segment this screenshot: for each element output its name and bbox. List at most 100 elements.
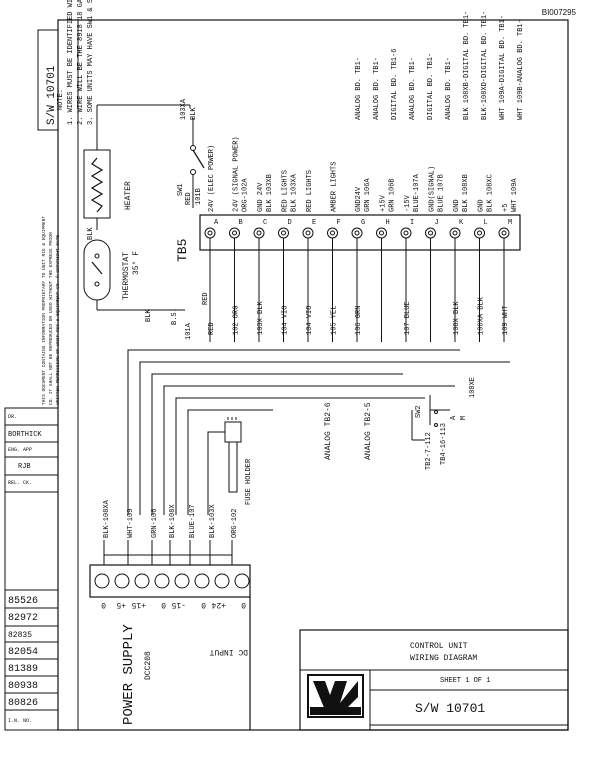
- ps-terminal-block: [89, 564, 251, 598]
- tb5-screw-i: [403, 230, 409, 236]
- bs-label: B.S.: [171, 308, 179, 325]
- tb5-bottom-wire-b: 102 ORG: [233, 306, 241, 335]
- tb5-terminal-a: [204, 227, 216, 239]
- top-destination-8: BLK-108XD-DIGITAL BD. TB1-: [481, 11, 489, 120]
- ps-terminal-label-3: +15: [131, 600, 146, 609]
- tb5-screw-g: [354, 230, 360, 236]
- tb4-113-label: TB4-16-113: [440, 423, 448, 465]
- tb5-bottom-wire-l: 108XA BLK: [478, 296, 486, 335]
- tb5-function-d: RED LIGHTS: [282, 170, 290, 212]
- tb5-screw-e: [305, 230, 311, 236]
- tb5-letter-g: G: [361, 219, 365, 227]
- tb5-bottom-wire-e: 104 VIO: [306, 306, 314, 335]
- tb5-letter-f: F: [337, 219, 341, 227]
- tb5-function-i: -15V: [404, 194, 412, 212]
- unit-rig-logo: [307, 674, 364, 718]
- fuse-holder-label: FUSE HOLDER: [245, 458, 253, 505]
- tb5-letter-e: E: [312, 219, 316, 227]
- thermostat-body: [83, 239, 111, 301]
- tb5-function-l: GND: [478, 199, 486, 212]
- tb5-function-b: 24V (SIGNAL POWER): [233, 136, 241, 212]
- tb5-terminal-e: [302, 227, 314, 239]
- ps-terminal-8: [234, 573, 250, 589]
- wire-101a-label: 101A: [185, 322, 193, 340]
- ps-wire-label-4: BLK-108X: [169, 504, 177, 538]
- tb5-top-wire-k: BLK 108XB: [462, 174, 470, 212]
- ps-terminal-label-4: 0: [161, 600, 166, 609]
- tb5-bottom-wire-f: 105 YEL: [331, 306, 339, 335]
- title-line1: CONTROL UNIT: [410, 642, 468, 651]
- tb5-letter-d: D: [288, 219, 292, 227]
- wire-103xa-color: BLK: [190, 107, 198, 120]
- ps-terminal-label-2: +5: [116, 600, 126, 609]
- wire-108xe-label: 108XE: [469, 377, 477, 398]
- sw1-contact-bottom: [190, 169, 196, 175]
- tb5-screw-j: [428, 230, 433, 236]
- tb5-function-f: AMBER LIGHTS: [331, 162, 339, 212]
- tb5-terminal-f: [327, 227, 338, 239]
- title-drawing-number: S/W 10701: [415, 701, 485, 716]
- tb5-screw-b: [232, 230, 237, 236]
- dr-label: DR.: [8, 414, 17, 420]
- ps-terminal-2: [114, 573, 130, 589]
- note-1: 1. WIRES MUST BE IDENTIFIED WITH NUMBER …: [67, 0, 75, 125]
- tb5-letter-m: M: [508, 219, 512, 227]
- bus-bundle: [127, 349, 510, 515]
- dc-input-label: DC INPUT: [209, 647, 248, 656]
- top-destination-4: ANALOG BD. TB1-: [409, 57, 417, 120]
- top-destination-6: ANALOG BD. TB1-: [445, 57, 453, 120]
- ps-terminal-label-1: 0: [101, 600, 106, 609]
- tb5-screw-h: [379, 230, 384, 236]
- red-101b-label: RED: [185, 192, 193, 205]
- red-101b-num: 101B: [195, 188, 203, 205]
- wire-101a-color: RED: [202, 292, 210, 305]
- tb5-letter-l: L: [484, 219, 488, 227]
- thermostat-wire-label: BLK: [145, 309, 153, 322]
- revision-column: [4, 407, 59, 731]
- ps-terminal-label-5: -15: [171, 600, 186, 609]
- tb5-bottom-wire-g: 106 GRN: [355, 306, 363, 335]
- tb5-letter-c: C: [263, 219, 267, 227]
- tb5-bottom-wire-a: RED: [208, 322, 216, 335]
- analog-tb2-6-label: ANALOG TB2-6: [324, 402, 333, 460]
- ps-terminal-6: [194, 573, 210, 589]
- side-drawing-number-box: [37, 29, 59, 131]
- power-supply-model: DCC208: [144, 651, 153, 680]
- top-destination-3: DIGITAL BD. TB1-6: [391, 49, 399, 120]
- sw1-blade: [192, 149, 205, 169]
- ps-terminal-3: [134, 573, 150, 589]
- top-destination-1: ANALOG BD. TB1-: [355, 57, 363, 120]
- sw2-m-label: M: [460, 416, 468, 420]
- tb5-top-wire-l: BLK 108XC: [487, 174, 495, 212]
- tb5-bottom-wire-d: 104 VIO: [282, 306, 290, 335]
- title-sheet: SHEET 1 OF 1: [440, 677, 490, 685]
- tb5-bottom-wire-i: 107 BLUE: [404, 301, 412, 335]
- tb5-terminal-c: [253, 227, 265, 239]
- tb5-letter-b: B: [239, 219, 243, 227]
- tb5-screw-l: [477, 230, 482, 236]
- tb5-letter-h: H: [386, 219, 390, 227]
- tb5-terminal-j: [425, 227, 436, 239]
- heater-wire-label: BLK: [87, 227, 95, 240]
- top-destination-2: ANALOG BD. TB1-: [373, 57, 381, 120]
- drawing-border: [57, 19, 569, 731]
- rev-number-2: 82972: [8, 613, 38, 624]
- tb5-bottom-wire-m: 109 WHT: [502, 306, 510, 335]
- rev-number-3: 82835: [8, 631, 32, 640]
- ps-terminal-5: [174, 573, 190, 589]
- tb5-function-k: GND: [453, 199, 461, 212]
- ps-wire-label-3: GRN-106: [151, 509, 159, 538]
- tb5-letter-j: J: [435, 219, 439, 227]
- ps-terminal-label-8: 0: [241, 600, 246, 609]
- tb5-screw-k: [452, 230, 458, 236]
- rel-label: REL. CK.: [8, 480, 32, 486]
- ps-wire-label-2: WHT-109: [127, 509, 135, 538]
- side-drawing-number: S/W 10701: [46, 65, 58, 125]
- tb5-top-wire-i: BLUE-107A: [413, 173, 421, 212]
- tb5-terminal-k: [449, 227, 461, 239]
- tb5-terminal-d: [278, 227, 289, 239]
- title-line2: WIRING DIAGRAM: [410, 654, 477, 663]
- ps-wire-drops: [103, 540, 233, 565]
- ps-terminal-label-7: +24: [211, 600, 226, 609]
